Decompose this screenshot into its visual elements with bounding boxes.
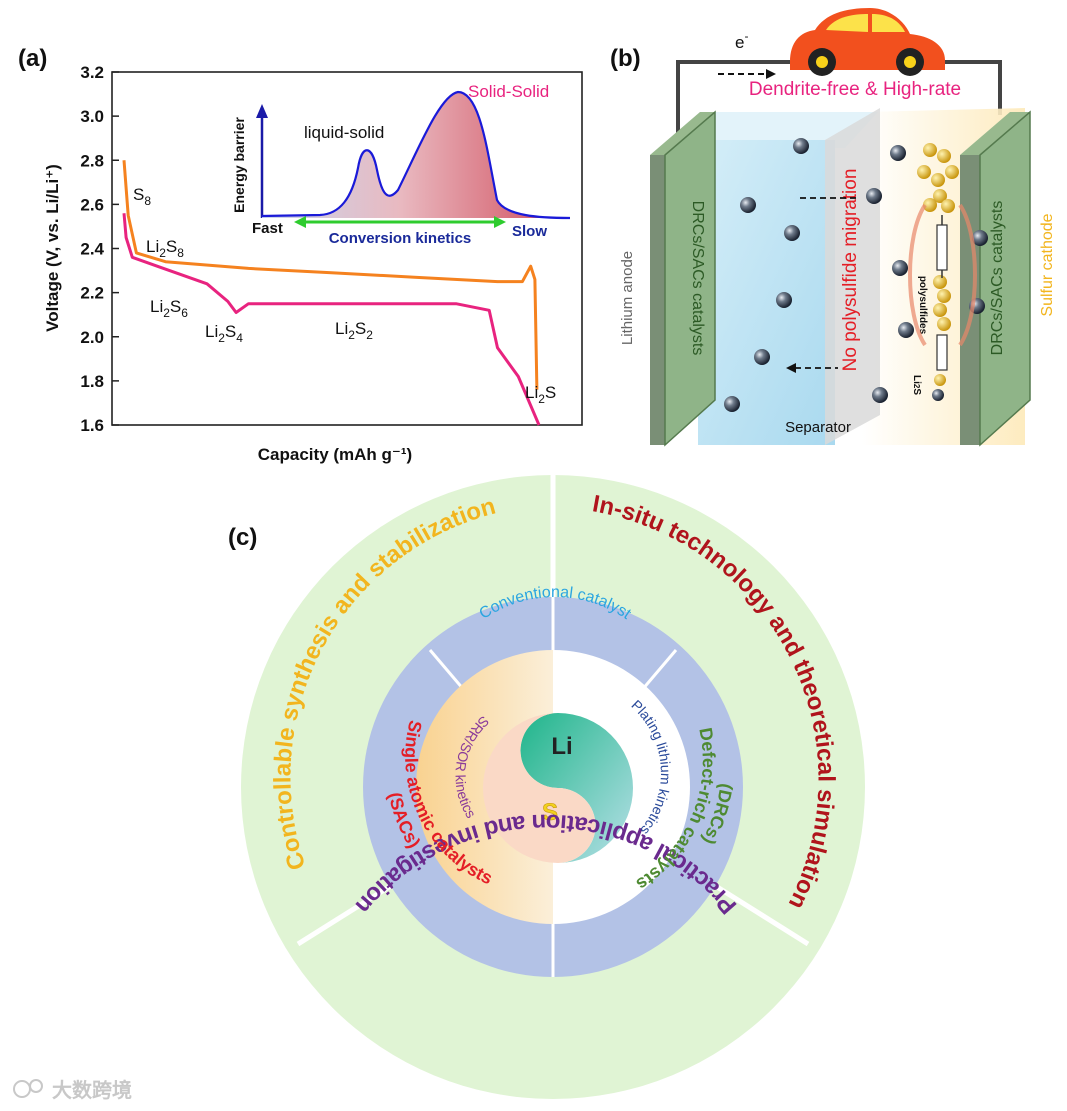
inset-peak2-label: Solid-Solid — [468, 82, 549, 101]
cathode-side — [960, 155, 980, 445]
lithium-ion — [784, 225, 800, 241]
y-tick-label: 3.2 — [80, 63, 104, 82]
lithium-ion — [972, 230, 988, 246]
migration-label: No polysulfide migration — [840, 169, 861, 372]
y-tick-label: 1.8 — [80, 372, 104, 391]
li2s-small-label: Li2S — [911, 375, 922, 395]
ion-arrowhead — [786, 363, 796, 373]
label-li2s: Li2S — [525, 383, 556, 406]
lithium-ion — [740, 197, 756, 213]
lithium-ion — [892, 260, 908, 276]
inset-y-label: Energy barrier — [231, 117, 247, 213]
middle-divider-right — [640, 649, 678, 691]
panel-c-label: (c) — [228, 524, 257, 551]
y-axis-label: Voltage (V, vs. Li/Li⁺) — [43, 164, 62, 332]
y-tick-label: 1.6 — [80, 416, 104, 435]
outer-divider-right — [712, 882, 810, 947]
anode-side — [650, 155, 665, 445]
chart-series — [122, 160, 541, 426]
inset-x-label: Conversion kinetics — [329, 230, 472, 247]
li-s-core: Li S — [483, 713, 633, 863]
inset-energy-barrier: Energy barrier liquid-solid Solid-Solid … — [231, 82, 571, 247]
separator-label: Separator — [785, 419, 851, 436]
inset-curve — [261, 90, 571, 220]
lithium-ion — [776, 292, 792, 308]
electron-label: e- — [735, 29, 748, 52]
inset-y-arrow — [256, 104, 268, 118]
inset-slow-label: Slow — [512, 223, 547, 240]
car-icon — [790, 8, 945, 76]
y-tick-label: 3.0 — [80, 107, 104, 126]
core-li-label: Li — [551, 733, 572, 760]
y-tick-label: 2.4 — [80, 240, 104, 259]
series-line-0 — [122, 160, 539, 390]
electron-arrowhead — [766, 69, 776, 79]
conversion-arrow-body-2 — [936, 334, 948, 371]
label-li2s2: Li2S2 — [335, 319, 373, 342]
watermark: 大数跨境 — [13, 1078, 132, 1102]
lithium-ion — [872, 387, 888, 403]
circuit-wire-left — [676, 60, 790, 140]
cathode-label: Sulfur cathode — [1039, 213, 1056, 316]
panel-b-label: (b) — [610, 45, 641, 72]
li-half — [520, 713, 633, 863]
anode-catalyst-label: DRCs/SACs catalysts — [689, 201, 706, 356]
s-half — [483, 713, 596, 863]
anode-top — [650, 112, 715, 155]
lithium-ion — [793, 138, 809, 154]
label-li2s4: Li2S4 — [205, 322, 243, 345]
headline: Dendrite-free & High-rate — [749, 79, 961, 100]
label-s8: S8 — [133, 185, 151, 208]
y-tick-label: 2.0 — [80, 328, 104, 347]
lithium-ion — [898, 322, 914, 338]
conversion-arrow-body — [936, 224, 948, 271]
lithium-ion — [754, 349, 770, 365]
anode-label: Lithium anode — [619, 251, 636, 345]
lithium-ion — [724, 396, 740, 412]
core-s-label: S — [542, 799, 558, 826]
label-li2s6: Li2S6 — [150, 297, 188, 320]
inset-fast-label: Fast — [252, 220, 283, 237]
panel-b: (b) e- Dendrite-free & High-rate — [610, 8, 1056, 447]
panel-a: (a) 1.6 1.8 2.0 2.2 2.4 2.6 2.8 3.0 3.2 Voltage … — [18, 45, 583, 464]
separator — [825, 108, 880, 445]
x-axis-label: Capacity (mAh g⁻¹) — [258, 445, 412, 464]
lithium-ion — [890, 145, 906, 161]
outer-divider-left — [296, 882, 394, 947]
sulfur-molecules — [917, 143, 959, 401]
y-tick-label: 2.8 — [80, 151, 104, 170]
label-li2s8: Li2S8 — [146, 237, 184, 260]
watermark-logo-icon-2 — [29, 1079, 43, 1093]
watermark-text: 大数跨境 — [52, 1078, 132, 1102]
polysulfides-label: polysulfides — [917, 276, 928, 335]
redox-arrow-right — [958, 203, 977, 347]
inset-arrow-right — [494, 216, 506, 228]
electrolyte — [698, 140, 835, 445]
series-line-1 — [122, 213, 541, 426]
y-tick-label: 2.2 — [80, 284, 104, 303]
inset-peak1-label: liquid-solid — [304, 123, 384, 142]
inset-arrow-left — [294, 216, 306, 228]
redox-arrow-left — [908, 203, 927, 347]
middle-divider-left — [428, 649, 466, 691]
anode-face — [664, 110, 716, 447]
panel-c: (c) Li S Controllable synthesis and stab… — [228, 475, 865, 1099]
lithium-ion — [866, 188, 882, 204]
cathode-catalyst-label: DRCs/SACs catalysts — [989, 201, 1006, 356]
cathode-face — [979, 110, 1031, 447]
y-axis: 1.6 1.8 2.0 2.2 2.4 2.6 2.8 3.0 3.2 — [80, 63, 119, 435]
cathode-top — [960, 112, 1030, 155]
watermark-logo-icon — [13, 1080, 31, 1098]
y-tick-label: 2.6 — [80, 195, 104, 214]
panel-a-label: (a) — [18, 45, 47, 72]
